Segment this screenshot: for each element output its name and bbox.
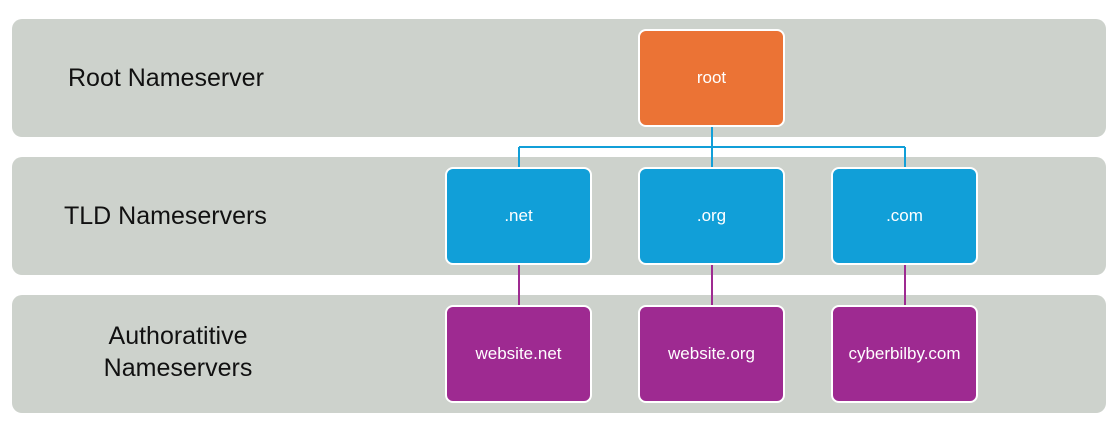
root-node: root [638, 29, 785, 127]
authoritative-tier-label-line1: Authoratitive [108, 322, 248, 350]
tld-to-auth-connectors [518, 265, 906, 305]
auth-node-cyberbilby-com: cyberbilby.com [831, 305, 978, 403]
tld-tier-label: TLD Nameservers [64, 202, 267, 230]
auth-node-website-net: website.net [445, 305, 592, 403]
tld-node-net: .net [445, 167, 592, 265]
root-tier-band [12, 19, 1106, 137]
tld-node-com: .com [831, 167, 978, 265]
authoritative-tier-label-line2: Nameservers [103, 354, 253, 382]
root-tier-label: Root Nameserver [68, 64, 264, 92]
authoritative-tier-label: Authoratitive Nameservers [78, 320, 278, 384]
tld-node-org: .org [638, 167, 785, 265]
auth-node-website-org: website.org [638, 305, 785, 403]
root-to-tld-connectors [518, 127, 906, 167]
